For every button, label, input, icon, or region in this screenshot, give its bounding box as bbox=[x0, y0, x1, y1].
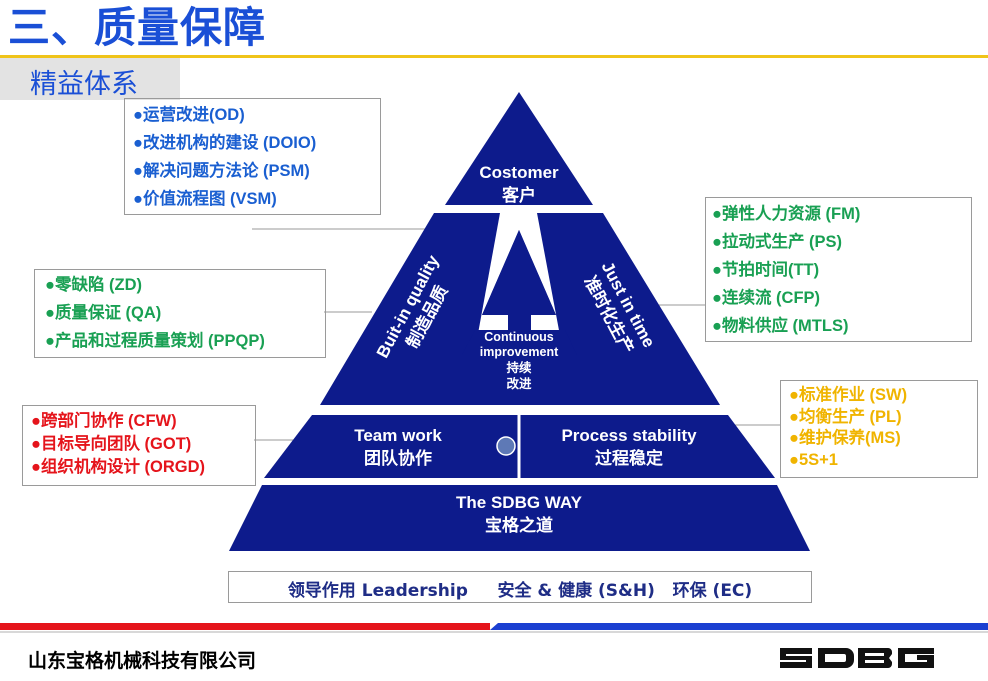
pyramid-center-arrow bbox=[462, 230, 577, 405]
process-stability-en: Process stability bbox=[561, 426, 697, 445]
list-item: ●质量保证 (QA) bbox=[45, 304, 162, 322]
sdbg-logo bbox=[780, 648, 934, 668]
list-item: ●跨部门协作 (CFW) bbox=[31, 412, 177, 430]
list-box-top-right: ●弹性人力资源 (FM) ●拉动式生产 (PS) ●节拍时间(TT) ●连续流 … bbox=[705, 197, 972, 342]
page-title: 三、质量保障 bbox=[8, 3, 267, 52]
footer-band bbox=[0, 623, 988, 633]
center-label-zh1: 持续 bbox=[506, 360, 532, 375]
team-work-zh: 团队协作 bbox=[364, 448, 432, 468]
list-item: ●拉动式生产 (PS) bbox=[712, 233, 843, 251]
list-item: ●运营改进(OD) bbox=[133, 106, 245, 124]
pyramid-right-pillar bbox=[537, 213, 720, 405]
foundation-box bbox=[228, 571, 812, 603]
center-label-en1: Continuous bbox=[484, 330, 553, 344]
list-item: ●产品和过程质量策划 (PPQP) bbox=[45, 332, 265, 350]
subtitle-background bbox=[0, 58, 180, 100]
list-item: ●物料供应 (MTLS) bbox=[712, 317, 849, 335]
pyramid-top bbox=[445, 92, 593, 205]
top-label-en: Costomer bbox=[479, 163, 559, 182]
list-item: ●均衡生产 (PL) bbox=[789, 407, 902, 426]
list-box-low-right: ●标准作业 (SW) ●均衡生产 (PL) ●维护保养(MS) ●5S+1 bbox=[780, 380, 978, 478]
list-item: ●节拍时间(TT) bbox=[712, 261, 820, 279]
footer-red-stripe bbox=[0, 623, 490, 630]
team-work-en: Team work bbox=[354, 426, 442, 445]
list-item: ●维护保养(MS) bbox=[789, 429, 901, 447]
pyramid-left-pillar bbox=[320, 213, 500, 405]
list-box-mid-left: ●零缺陷 (ZD) ●质量保证 (QA) ●产品和过程质量策划 (PPQP) bbox=[34, 269, 326, 358]
list-item: ●零缺陷 (ZD) bbox=[45, 276, 143, 294]
list-item: ●标准作业 (SW) bbox=[789, 386, 908, 404]
list-item: ●连续流 (CFP) bbox=[712, 289, 821, 307]
base-label-en: The SDBG WAY bbox=[456, 493, 583, 512]
list-box-top-left: ●运营改进(OD) ●改进机构的建设 (DOIO) ●解决问题方法论 (PSM)… bbox=[124, 98, 381, 215]
footer-blue-stripe bbox=[490, 623, 988, 630]
center-label-en2: improvement bbox=[480, 345, 559, 359]
base-label-zh: 宝格之道 bbox=[485, 515, 553, 535]
list-item: ●弹性人力资源 (FM) bbox=[712, 205, 861, 223]
pyramid-base bbox=[229, 485, 810, 551]
process-stability-zh: 过程稳定 bbox=[595, 448, 663, 468]
center-label-zh2: 改进 bbox=[506, 376, 532, 391]
connector-knob bbox=[496, 436, 516, 456]
list-item: ●5S+1 bbox=[789, 450, 838, 469]
list-item: ●改进机构的建设 (DOIO) bbox=[133, 134, 317, 152]
company-name: 山东宝格机械科技有限公司 bbox=[28, 650, 257, 672]
list-item: ●解决问题方法论 (PSM) bbox=[133, 162, 310, 180]
title-divider bbox=[0, 55, 988, 58]
section-subtitle: 精益体系 bbox=[30, 69, 138, 100]
foundation-text: 领导作用 Leadership 安全 & 健康 (S&H) 环保 (EC) bbox=[287, 581, 753, 601]
list-box-low-left: ●跨部门协作 (CFW) ●目标导向团队 (GOT) ●组织机构设计 (ORGD… bbox=[22, 405, 256, 486]
top-label-zh: 客户 bbox=[501, 185, 536, 205]
list-item: ●目标导向团队 (GOT) bbox=[31, 435, 192, 453]
list-item: ●组织机构设计 (ORGD) bbox=[31, 458, 206, 476]
list-item: ●价值流程图 (VSM) bbox=[133, 190, 277, 208]
